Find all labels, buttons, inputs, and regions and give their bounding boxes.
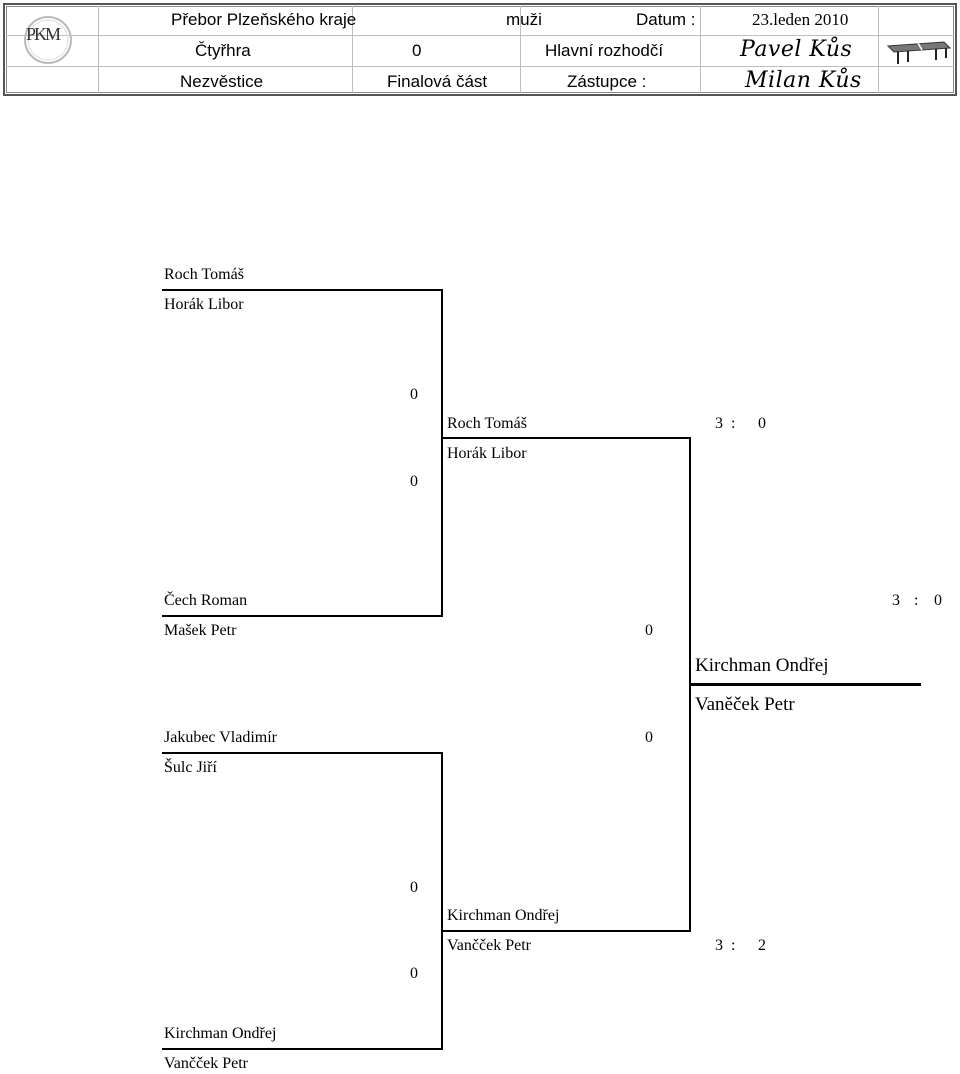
r1m1-player2: Horák Libor (164, 296, 244, 313)
sf1-seed-score: 0 (645, 622, 653, 639)
sf1-score-sep: : (731, 415, 736, 432)
stage: Finalová část (387, 72, 488, 91)
sf1-score-a: 3 (715, 415, 723, 432)
category: muži (506, 10, 542, 29)
sf1-score-b: 0 (758, 415, 766, 432)
r1m1-player1: Roch Tomáš (164, 266, 244, 283)
r1m4-player2: Vančček Petr (164, 1055, 248, 1072)
ping-pong-table-icon (884, 38, 952, 66)
referee-signature: Pavel Kůs (740, 37, 853, 62)
final-score-b: 0 (934, 592, 942, 609)
event-name: Čtyřhra (195, 41, 251, 60)
deputy-label: Zástupce : (567, 72, 647, 91)
header-frame (3, 3, 957, 96)
sf2-player1: Kirchman Ondřej (447, 907, 560, 924)
referee-label: Hlavní rozhodčí (545, 41, 664, 60)
final-score-a: 3 (892, 592, 900, 609)
tournament-title: Přebor Plzeňského kraje (171, 10, 357, 29)
seed-label: Nezvěstice (180, 72, 264, 91)
header-frame-inner (6, 6, 954, 93)
date-label: Datum : (636, 10, 696, 29)
event-number: 0 (412, 41, 422, 60)
sf2-score-b: 2 (758, 937, 766, 954)
final-player1: Kirchman Ondřej (695, 655, 829, 676)
r1m3-player1: Jakubec Vladimír (164, 729, 278, 746)
r1m3-score: 0 (410, 879, 418, 896)
r1m4-player1: Kirchman Ondřej (164, 1025, 277, 1042)
sf2-score-sep: : (731, 937, 736, 954)
sf2-seed-score: 0 (645, 729, 653, 746)
r1m2-score: 0 (410, 473, 418, 490)
final-player2: Vaněček Petr (695, 694, 795, 715)
final-score-sep: : (914, 592, 919, 609)
r1m4-score: 0 (410, 965, 418, 982)
r1m2-player2: Mašek Petr (164, 622, 237, 639)
logo-text: PKM (26, 24, 61, 44)
r1m1-score: 0 (410, 386, 418, 403)
sf1-player1: Roch Tomáš (447, 415, 527, 432)
deputy-signature: Milan Kůs (745, 68, 862, 93)
sf2-score-a: 3 (715, 937, 723, 954)
date-value: 23.leden 2010 (752, 10, 849, 29)
r1m2-player1: Čech Roman (164, 592, 248, 609)
r1m3-player2: Šulc Jiří (164, 759, 217, 776)
logo (22, 14, 74, 66)
sf1-player2: Horák Libor (447, 445, 527, 462)
sf2-player2: Vančček Petr (447, 937, 531, 954)
